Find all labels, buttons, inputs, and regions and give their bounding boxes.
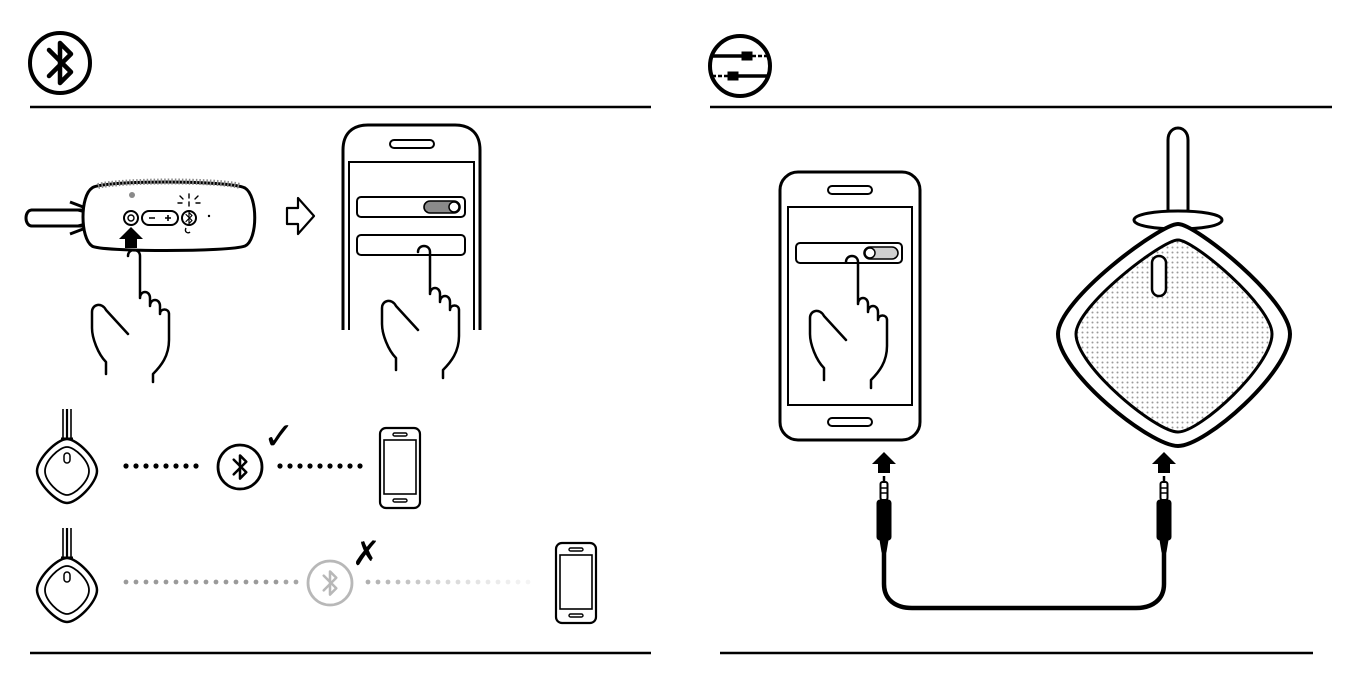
range-connected-row: ✓ <box>37 409 420 508</box>
range-out-of-range-row: ✗ <box>37 528 596 623</box>
speaker-front-view <box>1058 128 1290 446</box>
bluetooth-panel: ✓ <box>26 33 651 653</box>
aux-panel <box>710 36 1332 653</box>
bluetooth-icon-faded <box>308 561 352 605</box>
pointing-hand-icon <box>92 250 169 382</box>
smartphone-icon <box>556 543 596 623</box>
smartphone-icon <box>780 172 920 440</box>
speaker-icon <box>37 409 97 503</box>
speaker-side-view <box>26 182 255 251</box>
check-mark: ✓ <box>263 414 295 458</box>
smartphone-icon <box>343 125 480 330</box>
bluetooth-icon <box>218 445 262 489</box>
cross-mark: ✗ <box>352 534 381 574</box>
up-arrow-icon <box>1152 452 1176 473</box>
aux-cable <box>877 476 1171 608</box>
bluetooth-header-icon <box>30 33 90 93</box>
arrow-right-icon <box>287 198 314 234</box>
aux-cable-header-icon <box>710 36 770 96</box>
up-arrow-icon <box>872 452 896 473</box>
smartphone-icon <box>380 428 420 508</box>
speaker-icon <box>37 528 97 622</box>
